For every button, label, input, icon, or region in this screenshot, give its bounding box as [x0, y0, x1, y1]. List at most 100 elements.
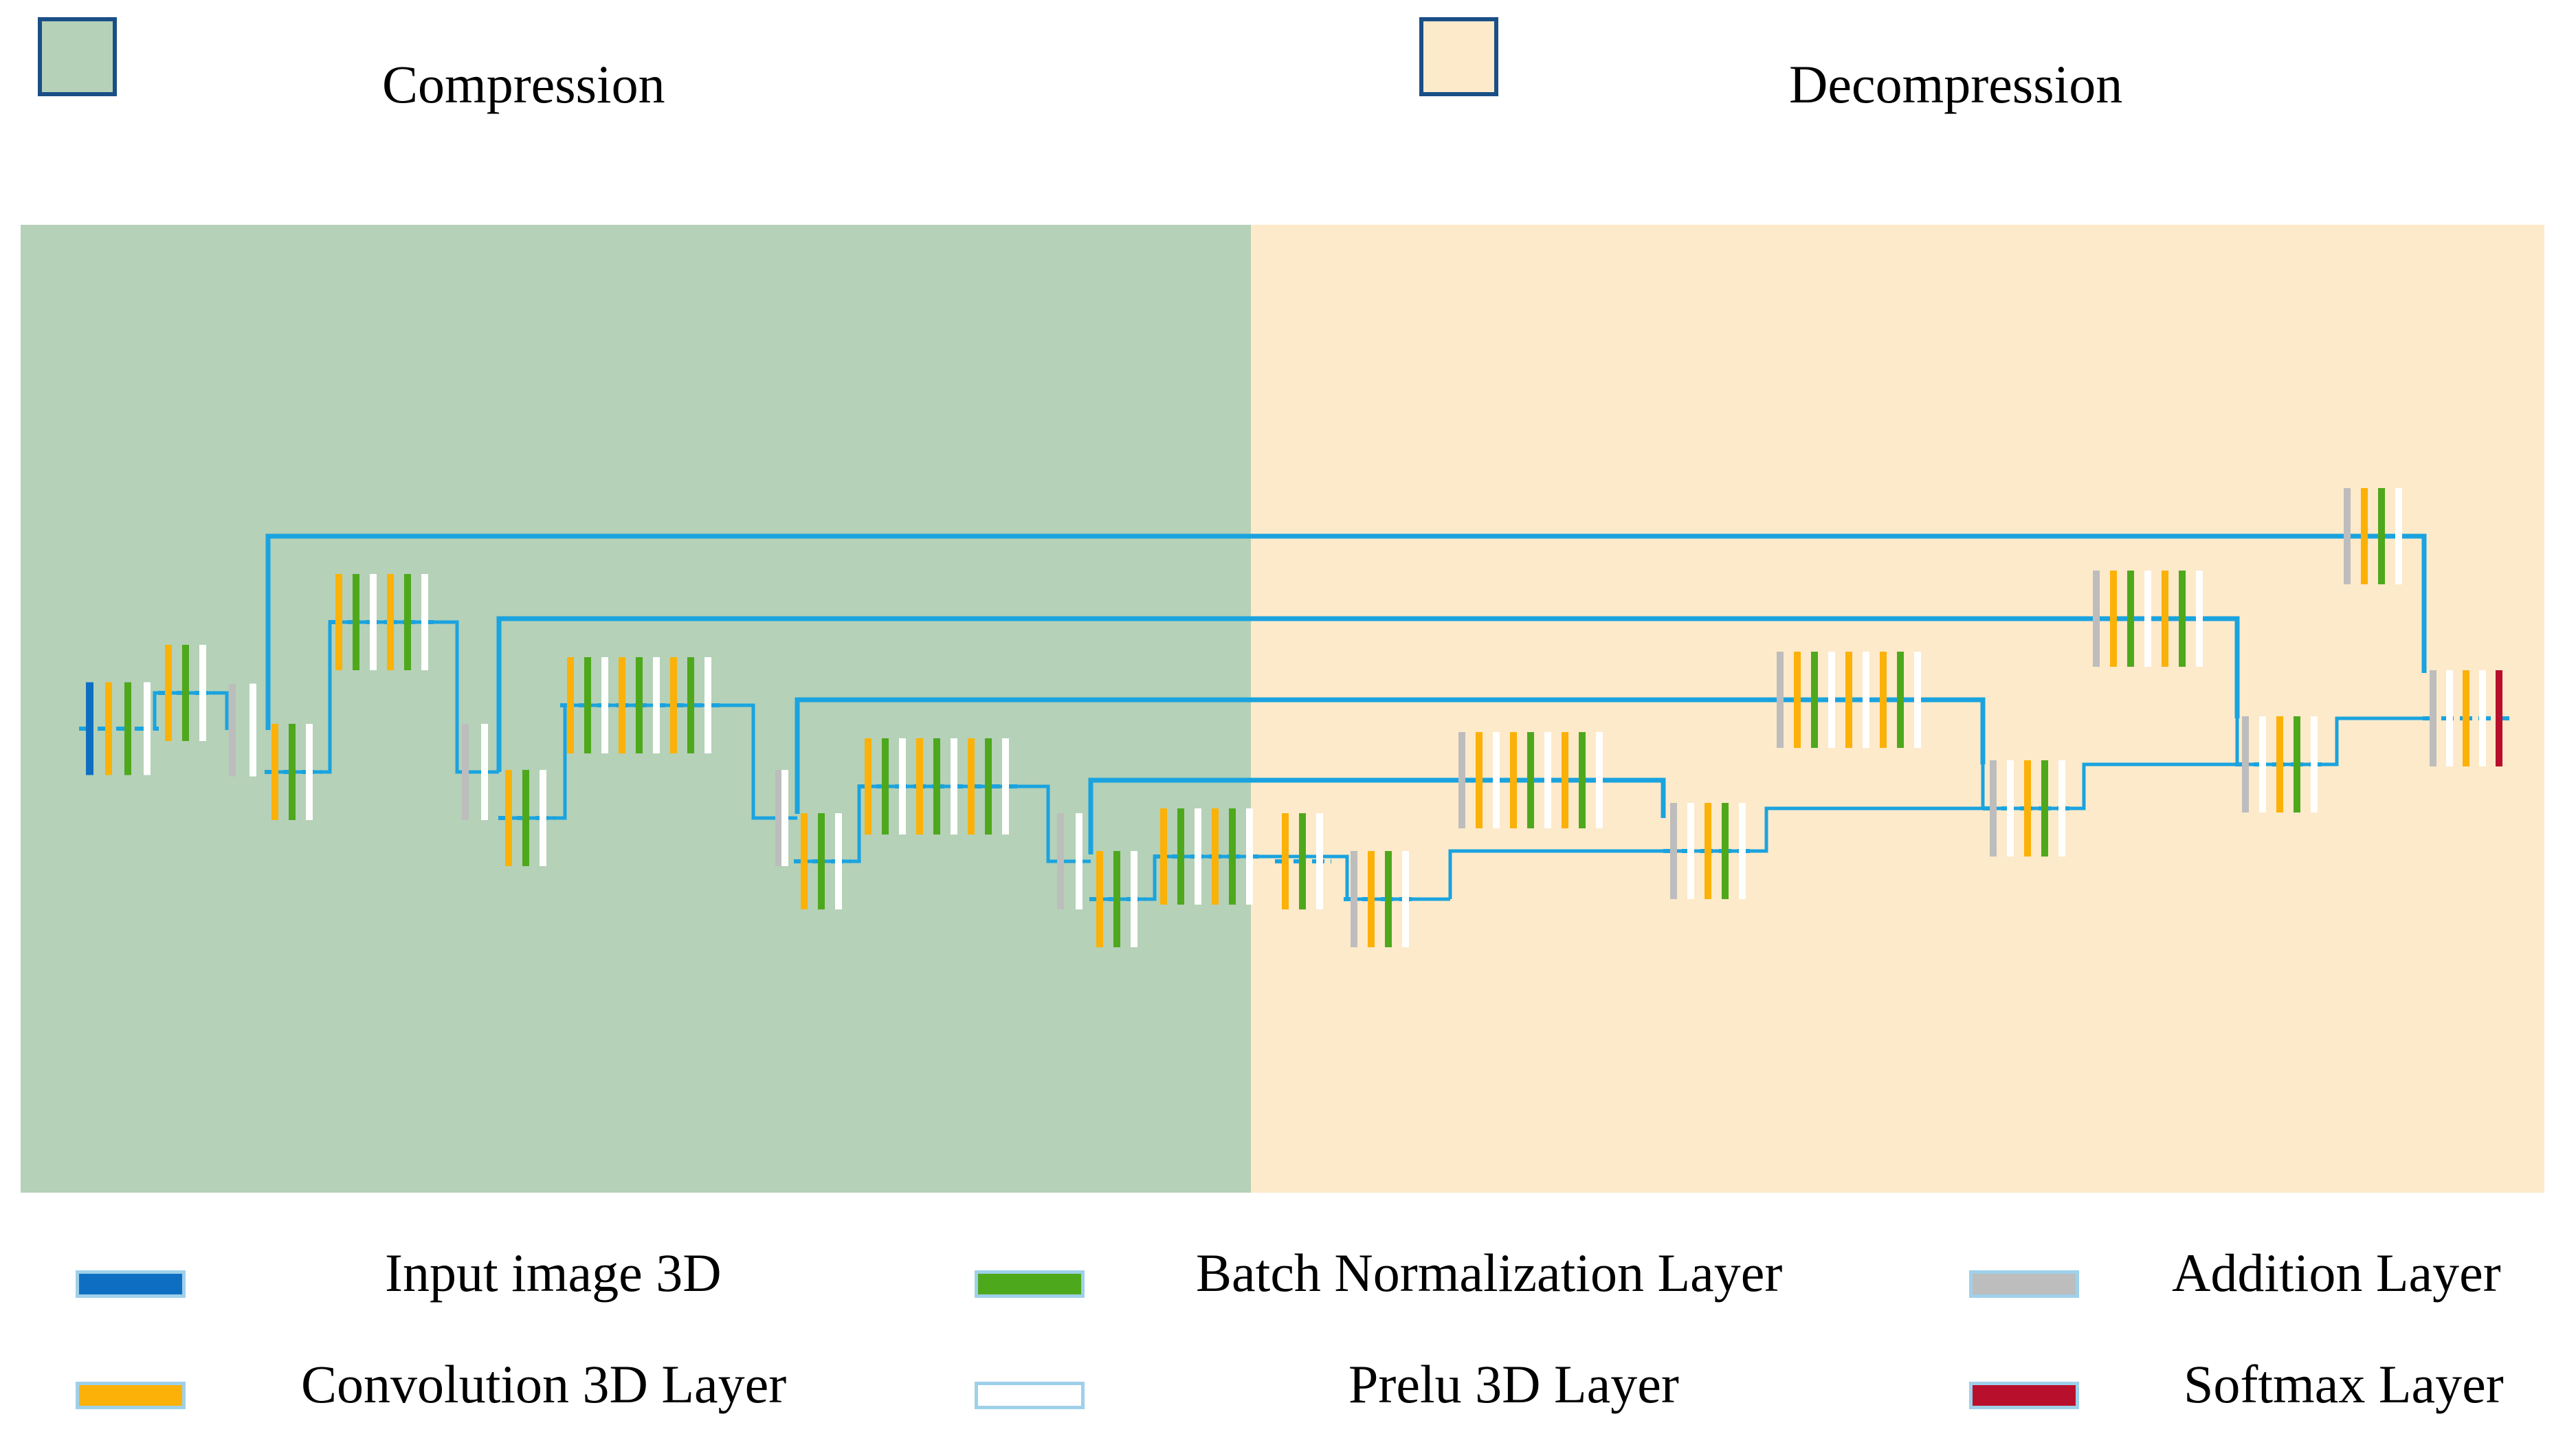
prelu-layer-bar [306, 724, 313, 820]
prelu-layer-bar [1002, 738, 1009, 835]
bn-layer-bar [124, 682, 131, 775]
conv-layer-bar [165, 645, 172, 741]
bn-layer-bar [687, 657, 694, 753]
add-layer-bar [2430, 670, 2436, 766]
legend-swatch-input [76, 1270, 186, 1298]
add-layer-bar [1351, 851, 1357, 947]
bn-layer-bar [985, 738, 992, 835]
conv-layer-bar [619, 657, 625, 753]
conv-layer-bar [2162, 571, 2168, 667]
bn-layer-bar [1897, 652, 1904, 748]
prelu-layer-bar [540, 770, 546, 866]
add-layer-bar [2344, 488, 2351, 584]
legend-swatch-bn [975, 1270, 1085, 1298]
bn-layer-bar [1177, 808, 1184, 905]
legend-label-add: Addition Layer [2172, 1243, 2501, 1303]
conv-layer-bar [1212, 808, 1219, 905]
conv-layer-bar [968, 738, 975, 835]
bn-layer-bar [2179, 571, 2186, 667]
prelu-layer-bar [835, 813, 842, 909]
bn-layer-bar [1113, 851, 1120, 947]
prelu-layer-bar [1914, 652, 1921, 748]
skip-connection-4 [1088, 777, 1666, 854]
prelu-layer-bar [1739, 803, 1746, 899]
conv-layer-bar [1845, 652, 1852, 748]
conv-layer-bar [1510, 732, 1517, 828]
conv-layer-bar [271, 724, 278, 820]
add-layer-bar [1057, 813, 1064, 909]
prelu-layer-bar [2196, 571, 2203, 667]
conv-layer-bar [2276, 716, 2283, 813]
bn-layer-bar [182, 645, 189, 741]
prelu-layer-bar [1402, 851, 1409, 947]
prelu-layer-bar [653, 657, 660, 753]
legend-swatch-softmax [1969, 1382, 2079, 1409]
softmax-layer-bar [2496, 670, 2502, 766]
conv-layer-bar [1160, 808, 1167, 905]
conv-layer-bar [2361, 488, 2368, 584]
prelu-layer-bar [2259, 716, 2266, 813]
prelu-layer-bar [1316, 813, 1323, 909]
add-layer-bar [1670, 803, 1677, 899]
add-layer-bar [229, 683, 236, 777]
legend-swatch-conv [76, 1382, 186, 1409]
conv-layer-bar [1096, 851, 1103, 947]
legend-label-conv: Convolution 3D Layer [301, 1354, 787, 1414]
prelu-layer-bar [1544, 732, 1551, 828]
add-layer-bar [1458, 732, 1465, 828]
decompression-swatch [1419, 17, 1498, 96]
prelu-layer-bar [601, 657, 608, 753]
prelu-layer-bar [1863, 652, 1869, 748]
skip-connection-3 [795, 697, 1986, 814]
prelu-layer-bar [1076, 813, 1082, 909]
bn-layer-bar [1299, 813, 1306, 909]
bn-layer-bar [1579, 732, 1586, 828]
legend-swatch-prelu [975, 1382, 1085, 1409]
prelu-layer-bar [2446, 670, 2453, 766]
prelu-layer-bar [1195, 808, 1201, 905]
conv-layer-bar [1705, 803, 1711, 899]
prelu-layer-bar [781, 770, 788, 866]
add-layer-bar [2093, 571, 2100, 667]
prelu-layer-bar [2144, 571, 2151, 667]
bn-layer-bar [1229, 808, 1236, 905]
conv-layer-bar [387, 574, 394, 670]
bn-layer-bar [1385, 851, 1392, 947]
prelu-layer-bar [704, 657, 711, 753]
residual-step [1663, 764, 1985, 853]
conv-layer-bar [1880, 652, 1887, 748]
prelu-layer-bar [1687, 803, 1694, 899]
prelu-layer-bar [1246, 808, 1253, 905]
bn-layer-bar [404, 574, 411, 670]
bn-layer-bar [2041, 760, 2048, 857]
prelu-layer-bar [2479, 670, 2486, 766]
compression-swatch [38, 17, 117, 96]
bn-layer-bar [1722, 803, 1729, 899]
add-layer-bar [1777, 652, 1784, 748]
bn-layer-bar [933, 738, 940, 835]
conv-layer-bar [1794, 652, 1801, 748]
prelu-layer-bar [2395, 488, 2402, 584]
add-layer-bar [2242, 716, 2249, 813]
bn-layer-bar [1527, 732, 1534, 828]
prelu-layer-bar [481, 724, 488, 820]
add-layer-bar [775, 770, 782, 866]
conv-layer-bar [2024, 760, 2031, 857]
layer-blocks [86, 488, 2502, 947]
prelu-layer-bar [2058, 760, 2065, 857]
prelu-layer-bar [199, 645, 206, 741]
legend-label-softmax: Softmax Layer [2184, 1354, 2504, 1414]
prelu-layer-bar [899, 738, 906, 835]
legend-label-bn: Batch Normalization Layer [1196, 1243, 1783, 1303]
input-layer-bar [86, 682, 93, 775]
bn-layer-bar [353, 574, 359, 670]
bn-layer-bar [882, 738, 889, 835]
prelu-layer-bar [1131, 851, 1137, 947]
legend-swatch-add [1969, 1270, 2079, 1298]
bn-layer-bar [584, 657, 591, 753]
conv-layer-bar [916, 738, 923, 835]
add-layer-bar [1990, 760, 1997, 857]
bn-layer-bar [289, 724, 296, 820]
residual-step [153, 691, 229, 730]
